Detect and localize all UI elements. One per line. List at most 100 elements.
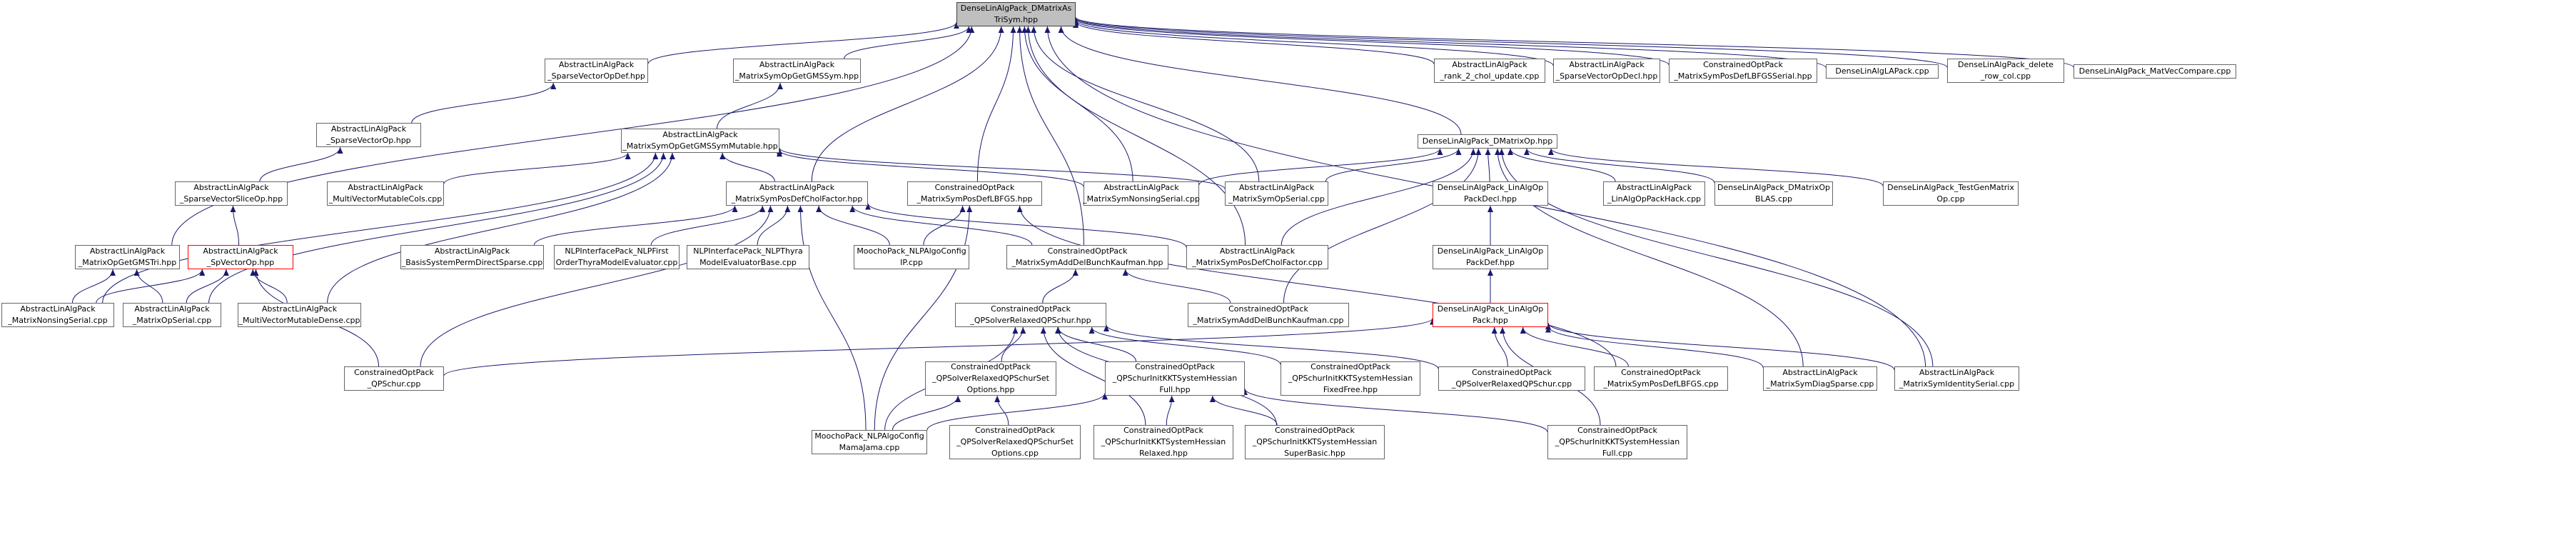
- node-nlp-thyra-model-evaluator-base-cpp[interactable]: NLPInterfacePack_NLPThyra ModelEvaluator…: [687, 245, 809, 269]
- node-matrix-sym-diag-sparse-cpp[interactable]: AbstractLinAlgPack _MatrixSymDiagSparse.…: [1763, 366, 1877, 391]
- dependency-edge: [1073, 21, 1435, 64]
- node-matrix-sym-op-get-gms-sym-hpp[interactable]: AbstractLinAlgPack _MatrixSymOpGetGMSSym…: [733, 59, 861, 83]
- node-label: ConstrainedOptPack _QPSolverRelaxedQPSch…: [932, 362, 1049, 394]
- node-label: DenseLinAlgPack_DMatrixAs TriSym.hpp: [960, 4, 1072, 24]
- node-qp-solver-relaxed-qp-schur-cpp[interactable]: ConstrainedOptPack _QPSolverRelaxedQPSch…: [1438, 366, 1585, 391]
- node-sparse-vector-op-def-hpp[interactable]: AbstractLinAlgPack _SparseVectorOpDef.hp…: [545, 59, 648, 83]
- node-label: ConstrainedOptPack _QPSchurInitKKTSystem…: [1288, 362, 1413, 394]
- dependency-edge: [1166, 395, 1175, 426]
- node-lin-alg-op-pack-def-hpp[interactable]: DenseLinAlgPack_LinAlgOp PackDef.hpp: [1433, 245, 1548, 269]
- node-label: ConstrainedOptPack _QPSchurInitKKTSystem…: [1252, 426, 1378, 458]
- dependency-edge: [1283, 148, 1482, 304]
- node-sp-vector-op-hpp[interactable]: AbstractLinAlgPack _SpVectorOp.hpp: [188, 245, 293, 269]
- node-label: ConstrainedOptPack _MatrixSymPosDefLBFGS…: [1674, 60, 1812, 81]
- node-qp-schur-init-kkt-hessian-super-basic-hpp[interactable]: ConstrainedOptPack _QPSchurInitKKTSystem…: [1245, 425, 1385, 459]
- dependency-edge: [533, 205, 738, 246]
- node-nlp-first-order-thyra-cpp[interactable]: NLPInterfacePack_NLPFirst OrderThyraMode…: [554, 245, 680, 269]
- dependency-edge: [650, 205, 766, 246]
- node-matrix-sym-add-del-bunch-kaufman-hpp[interactable]: ConstrainedOptPack _MatrixSymAddDelBunch…: [1006, 245, 1168, 269]
- node-dmatrix-op-hpp[interactable]: DenseLinAlgPack_DMatrixOp.hpp: [1418, 134, 1557, 149]
- dependency-edge: [1491, 326, 1508, 367]
- node-matrix-sym-op-get-gms-sym-mutable-hpp[interactable]: AbstractLinAlgPack _MatrixSymOpGetGMSSym…: [621, 129, 779, 153]
- node-matrix-sym-pos-def-chol-factor-cpp[interactable]: AbstractLinAlgPack _MatrixSymPosDefCholF…: [1186, 245, 1328, 269]
- node-label: AbstractLinAlgPack _BasisSystemPermDirec…: [401, 246, 543, 267]
- dependency-edge: [1058, 26, 1462, 135]
- node-label: DenseLinAlgPack_DMatrixOp.hpp: [1422, 136, 1553, 146]
- dependency-edge: [1073, 19, 1554, 66]
- node-matrix-sym-pos-def-lbfgs-hpp[interactable]: ConstrainedOptPack _MatrixSymPosDefLBFGS…: [907, 181, 1042, 206]
- node-label: ConstrainedOptPack _QPSolverRelaxedQPSch…: [970, 304, 1091, 325]
- dependency-edge: [1031, 26, 1260, 182]
- node-dmatrix-op-blas-cpp[interactable]: DenseLinAlgPack_DMatrixOp BLAS.cpp: [1714, 181, 1833, 206]
- dependency-edge: [1198, 148, 1443, 186]
- node-label: AbstractLinAlgPack _MatrixSymOpGetGMSSym…: [622, 130, 778, 151]
- dependency-edge: [923, 205, 966, 246]
- node-test-gen-matrix-op-cpp[interactable]: DenseLinAlgPack_TestGenMatrix Op.cpp: [1883, 181, 2019, 206]
- node-qp-solver-relaxed-qp-schur-set-options-cpp[interactable]: ConstrainedOptPack _QPSolverRelaxedQPSch…: [949, 425, 1081, 459]
- node-sparse-vector-op-decl-hpp[interactable]: AbstractLinAlgPack _SparseVectorOpDecl.h…: [1553, 59, 1660, 83]
- node-qp-schur-cpp[interactable]: ConstrainedOptPack _QPSchur.cpp: [344, 366, 444, 391]
- node-matrix-sym-pos-def-chol-factor-hpp[interactable]: AbstractLinAlgPack _MatrixSymPosDefCholF…: [726, 181, 868, 206]
- node-label: NLPInterfacePack_NLPThyra ModelEvaluator…: [693, 246, 803, 267]
- node-label: ConstrainedOptPack _QPSchurInitKKTSystem…: [1555, 426, 1680, 458]
- node-lin-alg-op-pack-hack-cpp[interactable]: AbstractLinAlgPack _LinAlgOpPackHack.cpp: [1603, 181, 1705, 206]
- node-label: AbstractLinAlgPack _MatrixSymDiagSparse.…: [1766, 368, 1874, 389]
- node-matrix-nonsing-serial-cpp[interactable]: AbstractLinAlgPack _MatrixNonsingSerial.…: [1, 303, 114, 327]
- node-label: AbstractLinAlgPack _MatrixSymNonsingSeri…: [1083, 183, 1200, 204]
- node-basis-system-perm-direct-sparse-cpp[interactable]: AbstractLinAlgPack _BasisSystemPermDirec…: [400, 245, 544, 269]
- node-label: DenseLinAlgPack_LinAlgOp PackDef.hpp: [1437, 246, 1544, 267]
- dependency-edge: [719, 152, 775, 182]
- node-mat-vec-compare-cpp[interactable]: DenseLinAlgPack_MatVecCompare.cpp: [2074, 64, 2236, 79]
- node-label: ConstrainedOptPack _MatrixSymPosDefLBFGS…: [1603, 368, 1719, 389]
- node-sparse-vector-slice-op-hpp[interactable]: AbstractLinAlgPack _SparseVectorSliceOp.…: [175, 181, 288, 206]
- dependency-edge: [1016, 26, 1084, 246]
- node-matrix-sym-identity-serial-cpp[interactable]: AbstractLinAlgPack _MatrixSymIdentitySer…: [1894, 366, 2019, 391]
- node-dmatrix-as-trisym-hpp: DenseLinAlgPack_DMatrixAs TriSym.hpp: [956, 2, 1076, 26]
- dependency-edge: [1242, 388, 1548, 433]
- dependency-edge: [1122, 269, 1231, 304]
- dependency-edge: [327, 152, 675, 304]
- dependency-edges: [71, 16, 2074, 433]
- node-matrix-op-get-gms-tri-hpp[interactable]: AbstractLinAlgPack _MatrixOpGetGMSTri.hp…: [75, 245, 180, 269]
- dependency-edge: [1042, 269, 1079, 304]
- node-label: AbstractLinAlgPack _LinAlgOpPackHack.cpp: [1607, 183, 1702, 204]
- node-matrix-sym-pos-def-lbfgs-serial-hpp[interactable]: ConstrainedOptPack _MatrixSymPosDefLBFGS…: [1669, 59, 1817, 83]
- node-label: DenseLinAlgPack_delete _row_col.cpp: [1958, 60, 2054, 81]
- node-qp-schur-init-kkt-hessian-full-cpp[interactable]: ConstrainedOptPack _QPSchurInitKKTSystem…: [1547, 425, 1687, 459]
- node-nlp-algo-config-mama-jama-cpp[interactable]: MoochoPack_NLPAlgoConfig MamaJama.cpp: [812, 430, 927, 454]
- node-lin-alg-op-pack-decl-hpp[interactable]: DenseLinAlgPack_LinAlgOp PackDecl.hpp: [1433, 181, 1548, 206]
- dependency-edge: [1073, 16, 2074, 68]
- node-label: AbstractLinAlgPack _MatrixSymOpGetGMSSym…: [734, 60, 859, 81]
- dependency-edge: [994, 395, 1009, 426]
- dependency-edge: [976, 26, 1016, 182]
- node-qp-schur-init-kkt-hessian-full-hpp[interactable]: ConstrainedOptPack _QPSchurInitKKTSystem…: [1105, 361, 1245, 396]
- dependency-edge: [777, 147, 1226, 189]
- node-lin-alg-op-pack-hpp[interactable]: DenseLinAlgPack_LinAlgOp Pack.hpp: [1433, 303, 1548, 327]
- node-matrix-sym-add-del-bunch-kaufman-cpp[interactable]: ConstrainedOptPack _MatrixSymAddDelBunch…: [1188, 303, 1349, 327]
- dependency-edge: [1545, 326, 1764, 368]
- node-dense-lin-alg-lapack-cpp[interactable]: DenseLinAlgLAPack.cpp: [1826, 64, 1939, 79]
- node-nlp-algo-config-ip-cpp[interactable]: MoochoPack_NLPAlgoConfig IP.cpp: [854, 245, 969, 269]
- node-qp-solver-relaxed-qp-schur-hpp[interactable]: ConstrainedOptPack _QPSolverRelaxedQPSch…: [955, 303, 1106, 327]
- dependency-edge: [420, 205, 774, 367]
- node-label: ConstrainedOptPack _MatrixSymPosDefLBFGS…: [916, 183, 1033, 204]
- node-label: AbstractLinAlgPack _SpVectorOp.hpp: [203, 246, 278, 267]
- node-label: AbstractLinAlgPack _MatrixOpGetGMSTri.hp…: [78, 246, 177, 267]
- dependency-edge: [186, 269, 229, 304]
- dependency-edge: [1073, 19, 1670, 66]
- node-delete-row-col-cpp[interactable]: DenseLinAlgPack_delete _row_col.cpp: [1947, 59, 2064, 83]
- node-matrix-sym-op-serial-cpp[interactable]: AbstractLinAlgPack _MatrixSymOpSerial.cp…: [1225, 181, 1328, 206]
- node-matrix-sym-nonsing-serial-cpp[interactable]: AbstractLinAlgPack _MatrixSymNonsingSeri…: [1083, 181, 1200, 206]
- node-label: AbstractLinAlgPack _MultiVectorMutableCo…: [328, 183, 443, 204]
- node-sparse-vector-op-hpp[interactable]: AbstractLinAlgPack _SparseVectorOp.hpp: [316, 123, 421, 147]
- node-matrix-sym-pos-def-lbfgs-cpp[interactable]: ConstrainedOptPack _MatrixSymPosDefLBFGS…: [1594, 366, 1728, 391]
- dependency-edge: [1281, 148, 1477, 246]
- node-rank-2-chol-update-cpp[interactable]: AbstractLinAlgPack _rank_2_chol_update.c…: [1434, 59, 1545, 83]
- dependency-edge: [259, 146, 343, 182]
- node-qp-schur-init-kkt-hessian-fixed-free-hpp[interactable]: ConstrainedOptPack _QPSchurInitKKTSystem…: [1281, 361, 1420, 396]
- node-multi-vector-mutable-dense-cpp[interactable]: AbstractLinAlgPack _MultiVectorMutableDe…: [238, 303, 361, 327]
- node-qp-schur-init-kkt-hessian-relaxed-hpp[interactable]: ConstrainedOptPack _QPSchurInitKKTSystem…: [1093, 425, 1233, 459]
- node-matrix-op-serial-cpp[interactable]: AbstractLinAlgPack _MatrixOpSerial.cpp: [123, 303, 221, 327]
- node-qp-solver-relaxed-qp-schur-set-options-hpp[interactable]: ConstrainedOptPack _QPSolverRelaxedQPSch…: [925, 361, 1056, 396]
- node-multi-vector-mutable-cols-cpp[interactable]: AbstractLinAlgPack _MultiVectorMutableCo…: [327, 181, 444, 206]
